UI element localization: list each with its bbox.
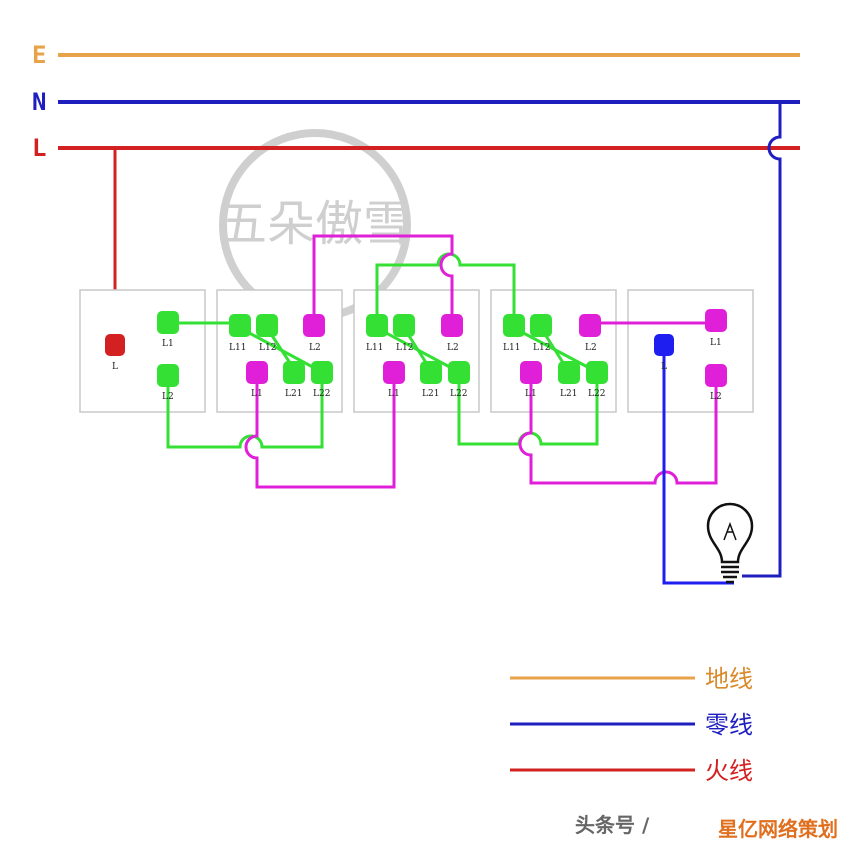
switch-box-4 xyxy=(490,289,617,413)
label-s4-l22: L22 xyxy=(588,389,605,399)
label-s4-l11: L11 xyxy=(503,343,520,353)
green-wire-s4-internal-b xyxy=(513,326,598,374)
terminal-s1-l xyxy=(105,334,125,356)
label-s3-l22: L22 xyxy=(450,389,467,399)
label-s4-l12: L12 xyxy=(533,343,550,353)
switch-box-5 xyxy=(627,289,754,413)
label-s4-l1: L1 xyxy=(525,389,537,399)
terminal-s2-l2 xyxy=(303,314,325,337)
terminal-s1-l1 xyxy=(157,311,179,334)
green-wire-s2-internal-b xyxy=(239,326,323,374)
terminal-s3-l22 xyxy=(448,361,470,384)
terminal-s2-l21 xyxy=(283,361,305,384)
bus-label-e: E xyxy=(32,41,46,69)
label-s5-l2: L2 xyxy=(710,392,722,402)
bus-label-n: N xyxy=(32,88,46,116)
footer-brand: 星亿网络策划 xyxy=(718,817,838,841)
terminal-s3-l11 xyxy=(366,314,388,337)
switch-box-1 xyxy=(79,289,206,413)
label-s4-l21: L21 xyxy=(560,389,577,399)
label-s3-l1: L1 xyxy=(388,389,400,399)
terminal-s1-l2 xyxy=(157,364,179,387)
terminal-s4-l21 xyxy=(558,361,580,384)
terminal-s4-l1 xyxy=(520,361,542,384)
label-s1-l: L xyxy=(112,362,118,372)
label-s3-l12: L12 xyxy=(396,343,413,353)
terminal-s2-l1 xyxy=(246,361,268,384)
magenta-wire-s2l2-to-s3l2 xyxy=(312,234,454,323)
bus-label-l: L xyxy=(32,134,46,162)
terminal-s4-l11 xyxy=(503,314,525,337)
label-s2-l11: L11 xyxy=(229,343,246,353)
terminal-s2-l22 xyxy=(311,361,333,384)
terminal-s5-l1 xyxy=(705,309,727,332)
terminal-s3-l21 xyxy=(420,361,442,384)
terminal-s3-l2 xyxy=(441,314,463,337)
light-bulb-icon xyxy=(706,502,754,584)
terminal-s4-l2 xyxy=(579,314,601,337)
label-s1-l2: L2 xyxy=(162,392,174,402)
label-s5-l: L xyxy=(661,362,667,372)
legend-neutral-label: 零线 xyxy=(705,711,753,739)
label-s2-l22: L22 xyxy=(313,389,330,399)
terminal-s4-l12 xyxy=(530,314,552,337)
terminal-s2-l12 xyxy=(256,314,278,337)
magenta-wire-s4l1-to-s5l2 xyxy=(518,372,718,485)
terminal-s2-l11 xyxy=(229,314,251,337)
label-s1-l1: L1 xyxy=(162,339,174,349)
neutral-return-wire xyxy=(742,102,782,578)
terminal-s3-l1 xyxy=(383,361,405,384)
label-s3-l11: L11 xyxy=(366,343,383,353)
legend-earth-label: 地线 xyxy=(705,665,753,693)
terminal-s5-l xyxy=(654,334,674,356)
terminal-s5-l2 xyxy=(705,364,727,387)
legend-live-label: 火线 xyxy=(705,757,753,785)
magenta-wire-s2l1-to-s3l1 xyxy=(244,372,396,489)
label-s2-l21: L21 xyxy=(285,389,302,399)
label-s2-l1: L1 xyxy=(251,389,263,399)
label-s2-l2: L2 xyxy=(309,343,321,353)
label-s4-l2: L2 xyxy=(585,343,597,353)
green-wire-s3-internal-b xyxy=(376,326,460,374)
terminal-s4-l22 xyxy=(586,361,608,384)
label-s3-l2: L2 xyxy=(447,343,459,353)
footer-source: 头条号 / xyxy=(575,813,650,837)
terminal-s3-l12 xyxy=(393,314,415,337)
label-s2-l12: L12 xyxy=(259,343,276,353)
magenta-wires xyxy=(244,234,718,489)
neutral-to-lamp-wire xyxy=(662,345,734,585)
label-s3-l21: L21 xyxy=(422,389,439,399)
label-s5-l1: L1 xyxy=(710,338,722,348)
